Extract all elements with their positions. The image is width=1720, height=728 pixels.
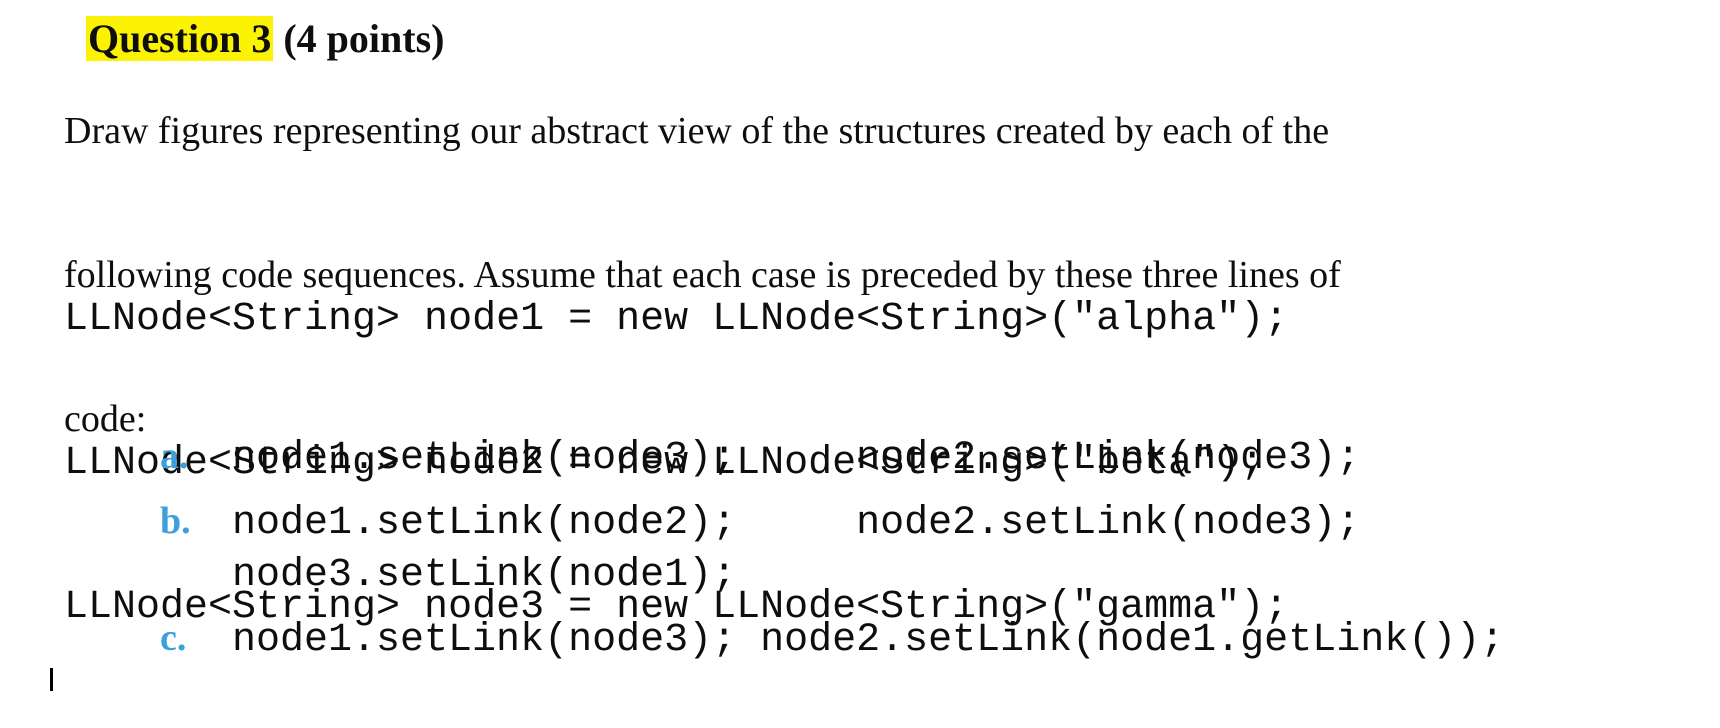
document-page: { "colors": { "page-bg": "#ffffff", "tex… [46, 0, 1505, 691]
intro-line: code: [64, 398, 147, 440]
code-line: node1.setLink(node3); node2.setLink(node… [232, 618, 1505, 663]
question-heading-highlight: Question 3 [86, 16, 274, 61]
list-item-a: a. node1.setLink(node3); node2.setLink(no… [64, 384, 1360, 531]
list-item-b-continuation: node3.setLink(node1); [64, 504, 736, 648]
code-line: LLNode<String> node1 = new LLNode<String… [64, 297, 1289, 342]
list-marker-b: b. [160, 500, 191, 542]
intro-paragraph: Draw figures representing our abstract v… [64, 11, 1341, 539]
intro-line: Draw figures representing our abstract v… [64, 110, 1330, 152]
code-line: node1.setLink(node2); node2.setLink(node… [232, 501, 1361, 546]
list-marker-a: a. [160, 435, 189, 477]
setup-code-block: LLNode<String> node1 = new LLNode<String… [64, 200, 1288, 728]
code-line: LLNode<String> node2 = new LLNode<String… [64, 441, 1265, 486]
question-heading: Question 3 (4 points) [46, 0, 445, 111]
intro-line: following code sequences. Assume that ea… [64, 254, 1341, 296]
question-heading-points: (4 points) [273, 16, 445, 61]
code-line: node1.setLink(node3); node2.setLink(node… [232, 436, 1361, 481]
text-cursor-caret [50, 668, 53, 691]
list-item-b: b. node1.setLink(node2); node2.setLink(no… [64, 449, 1360, 596]
list-marker-c: c. [160, 617, 187, 659]
list-item-c: c. node1.setLink(node3); node2.setLink(no… [64, 566, 1504, 713]
code-line: node3.setLink(node1); [232, 553, 737, 598]
code-line: LLNode<String> node3 = new LLNode<String… [64, 585, 1289, 630]
